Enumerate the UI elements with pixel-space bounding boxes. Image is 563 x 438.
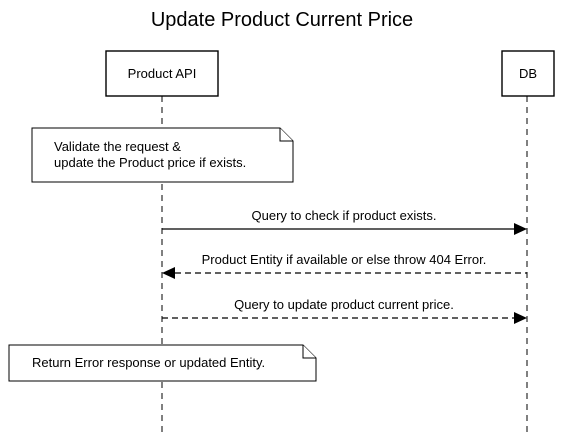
note-return-response: Return Error response or updated Entity. (8, 344, 317, 382)
message-query-check-product-label: Query to check if product exists. (252, 208, 437, 223)
note-validate-request-line-1: Validate the request & (54, 139, 181, 154)
message-query-update-price: Query to update product current price. (162, 297, 527, 324)
participant-product-api-label: Product API (128, 66, 197, 81)
participant-product-api: Product API (105, 50, 219, 97)
note-return-response-line-1: Return Error response or updated Entity. (32, 355, 265, 370)
diagram-title: Update Product Current Price (151, 9, 413, 31)
arrow-head-left (162, 267, 175, 279)
arrow-head-right (514, 312, 527, 324)
message-product-entity-response-label: Product Entity if available or else thro… (202, 252, 487, 267)
arrow-head-right (514, 223, 527, 235)
participant-db-label: DB (519, 66, 537, 81)
message-product-entity-response: Product Entity if available or else thro… (162, 252, 527, 279)
participant-db: DB (501, 50, 555, 97)
message-query-check-product: Query to check if product exists. (162, 208, 527, 235)
message-query-update-price-label: Query to update product current price. (234, 297, 454, 312)
note-validate-request: Validate the request & update the Produc… (31, 127, 294, 183)
note-validate-request-line-2: update the Product price if exists. (54, 155, 246, 170)
